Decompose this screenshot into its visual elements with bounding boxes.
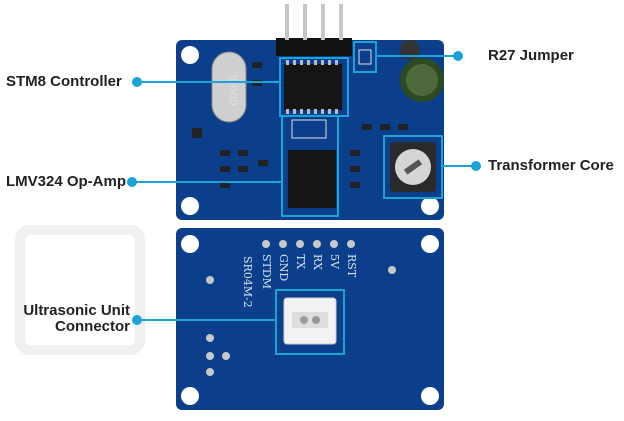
transformer-core xyxy=(383,135,443,199)
r27-pad xyxy=(358,49,372,65)
pin-label-5v: 5V xyxy=(328,254,341,270)
ultrasonic-connector xyxy=(275,289,345,355)
model-silkscreen: SR04M-2 xyxy=(241,256,254,308)
callout-stm8-controller: STM8 Controller xyxy=(6,73,122,90)
through-holes xyxy=(206,266,396,376)
pin-label-stdm: STDM xyxy=(260,254,273,289)
callout-transformer-core: Transformer Core xyxy=(488,157,614,174)
callout-r27-jumper: R27 Jumper xyxy=(488,47,574,64)
crystal-oscillator: 8.000 xyxy=(211,51,247,123)
pin-label-gnd: GND xyxy=(277,254,290,281)
callout-leaders xyxy=(127,51,481,325)
crystal-marking: 8.000 xyxy=(226,74,239,106)
stm8-chip xyxy=(279,57,349,117)
lmv324-chip xyxy=(281,115,339,217)
header-pins xyxy=(276,4,352,56)
callout-lmv324-op-amp: LMV324 Op-Amp xyxy=(6,173,127,190)
top-pcb-board: 8.000 xyxy=(176,4,444,220)
pin-label-tx: TX xyxy=(294,254,307,269)
pin-label-rx: RX xyxy=(311,254,324,270)
watermark xyxy=(15,225,145,355)
pin-label-rst: RST xyxy=(345,254,358,278)
pin-pads xyxy=(262,240,355,248)
callout-ultrasonic-connector: Ultrasonic Unit Connector xyxy=(23,302,130,335)
electrolytic-capacitor xyxy=(400,40,444,102)
